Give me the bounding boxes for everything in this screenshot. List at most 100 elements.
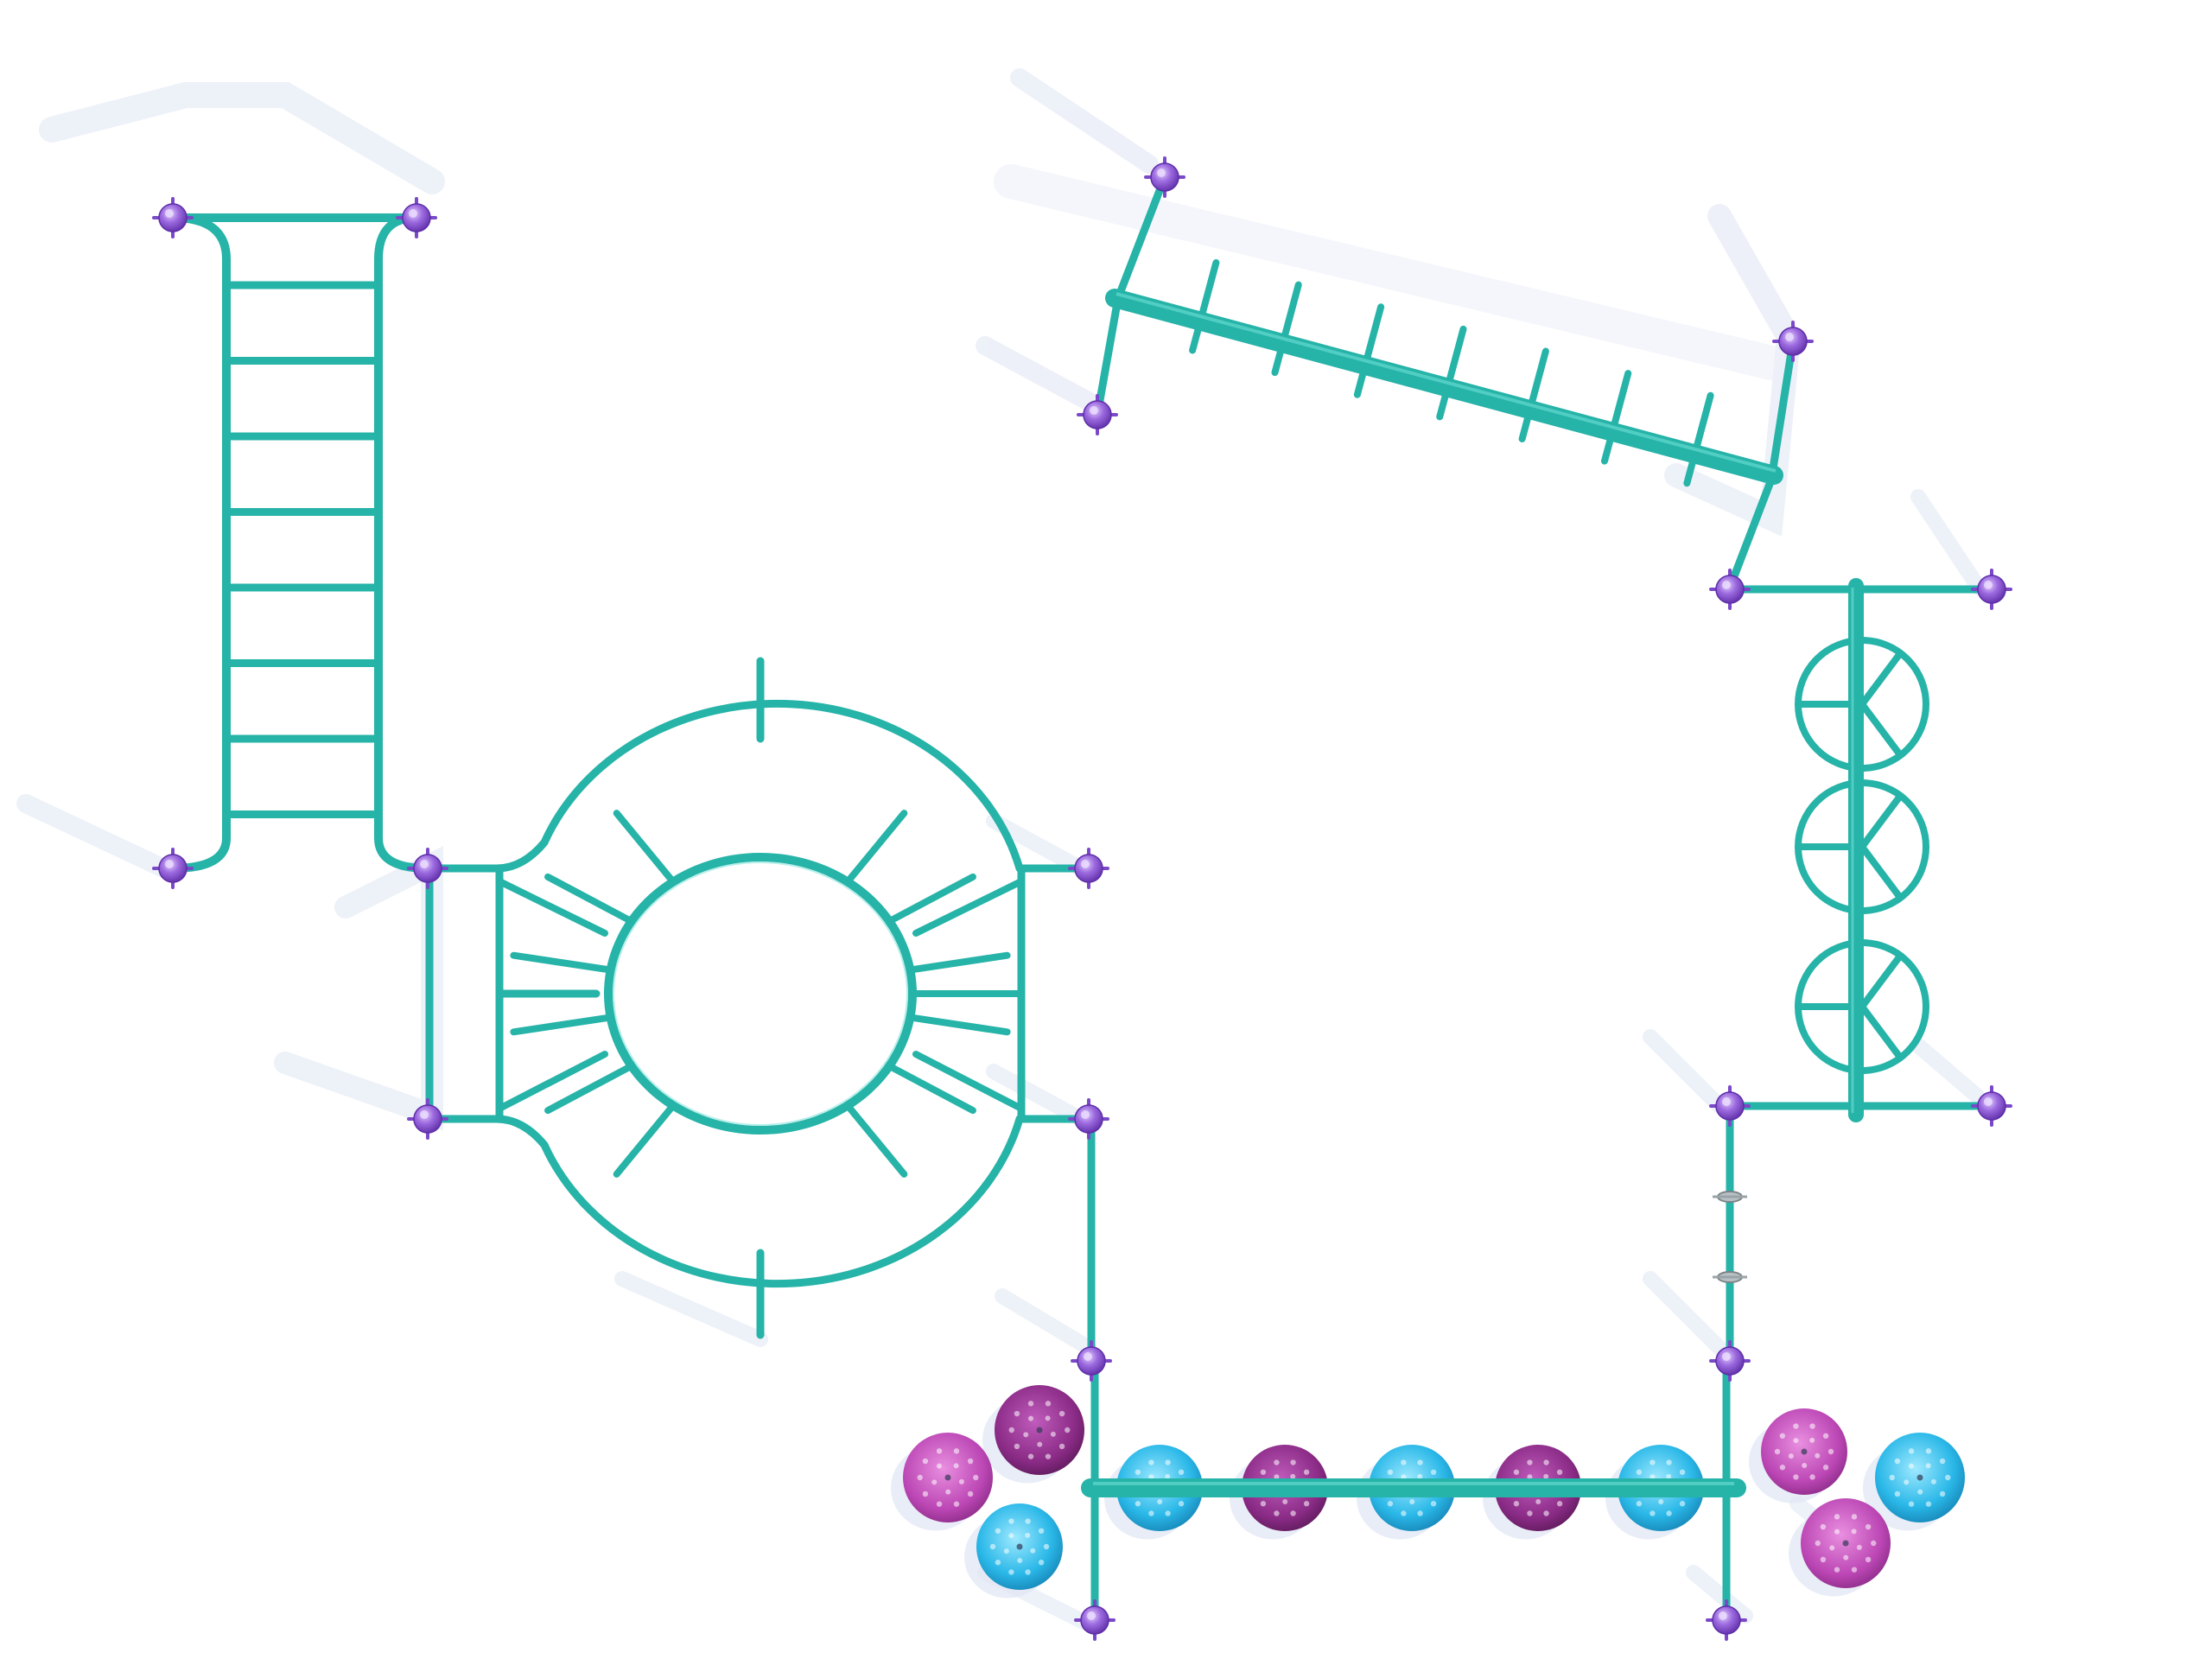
- post-cap: [1074, 854, 1103, 883]
- stepping-pod-icon: [1749, 1408, 1847, 1503]
- post-highlight: [1722, 581, 1731, 589]
- pod-dot: [1058, 1410, 1065, 1417]
- pod-dot: [1851, 1529, 1857, 1535]
- stepping-pod-icon: [1863, 1433, 1965, 1531]
- pod-dot: [1822, 1465, 1829, 1471]
- pod-dot: [1017, 1557, 1023, 1563]
- pod-center: [944, 1474, 951, 1481]
- post-highlight: [1087, 1611, 1096, 1620]
- post-highlight: [165, 860, 174, 868]
- pod-dot: [1527, 1459, 1533, 1465]
- pod-dot: [1904, 1479, 1910, 1485]
- mounting-post-icon: [152, 197, 194, 238]
- pod-center: [1016, 1543, 1023, 1550]
- panel-ring-spoke: [1859, 701, 1904, 760]
- pod-dot: [1658, 1498, 1664, 1504]
- post-highlight: [165, 209, 174, 218]
- pod-dot: [1894, 1491, 1901, 1497]
- ring-spoke: [510, 951, 614, 974]
- pod-dot: [1135, 1469, 1141, 1475]
- spine-rib: [1518, 347, 1549, 442]
- pod-dot: [1827, 1448, 1834, 1455]
- pod-dot: [1274, 1474, 1280, 1480]
- post-cap: [1977, 1091, 2006, 1121]
- pod-dot: [1014, 1410, 1020, 1417]
- pipe-clamps: [1713, 1191, 1747, 1283]
- pod-dot: [1666, 1459, 1672, 1465]
- pod-dot: [1430, 1469, 1437, 1475]
- post-highlight: [1081, 1110, 1090, 1119]
- pod-dot: [1930, 1478, 1936, 1484]
- spine-rib: [1436, 325, 1467, 421]
- ring-spoke: [906, 1014, 1011, 1036]
- post-cap: [402, 203, 431, 232]
- pod-dot: [1908, 1501, 1915, 1507]
- overhead-ladder: [168, 213, 432, 873]
- post-cap: [1778, 327, 1808, 356]
- mounting-post-icon: [1077, 394, 1118, 435]
- pod-dot: [1894, 1458, 1901, 1465]
- ring-climber: [423, 657, 1093, 1339]
- pod-dot: [953, 1448, 960, 1454]
- pod-dot: [1822, 1433, 1829, 1439]
- spine-rib: [1353, 303, 1385, 398]
- pod-dot: [1513, 1469, 1520, 1475]
- side-rung: [496, 1051, 608, 1112]
- pod-dot: [936, 1448, 943, 1454]
- pod-dot: [1037, 1441, 1043, 1447]
- pod-dot: [1148, 1459, 1154, 1465]
- pod-dot: [1025, 1518, 1031, 1524]
- mounting-post-icon: [396, 197, 437, 238]
- pod-dot: [953, 1463, 959, 1469]
- pod-dot: [1834, 1514, 1840, 1520]
- pod-dot: [1809, 1474, 1815, 1480]
- mounting-post-icon: [407, 1098, 448, 1140]
- pod-dot: [1779, 1465, 1786, 1471]
- pod-dot: [922, 1491, 929, 1497]
- pod-dot: [1909, 1463, 1915, 1469]
- mounting-post-icon: [1709, 569, 1751, 610]
- spine-rib: [1683, 391, 1714, 487]
- pod-dot: [1027, 1401, 1034, 1407]
- pod-dot: [1535, 1498, 1541, 1504]
- pod-center: [1842, 1540, 1849, 1547]
- post-cap: [413, 854, 442, 883]
- pod-dot: [1851, 1514, 1858, 1520]
- post-highlight: [1719, 1611, 1727, 1620]
- post-highlight: [409, 209, 417, 218]
- pod-dot: [1417, 1459, 1423, 1465]
- pod-center: [1801, 1448, 1808, 1455]
- pod-dot: [1871, 1540, 1877, 1547]
- stepping-pods: [891, 1385, 1965, 1599]
- pod-dot: [1802, 1462, 1808, 1468]
- panel-ring-spoke: [1859, 951, 1904, 1010]
- pod-dot: [1430, 1501, 1437, 1507]
- post-cap: [1074, 1104, 1103, 1134]
- post-cap: [1712, 1605, 1741, 1635]
- pod-dot: [1865, 1523, 1872, 1530]
- pod-dot: [1793, 1438, 1799, 1444]
- pod-dot: [1513, 1501, 1520, 1507]
- post-highlight: [1722, 1097, 1731, 1106]
- pod-dot: [1856, 1544, 1862, 1550]
- pod-dot: [1543, 1473, 1549, 1479]
- post-cap: [1715, 1091, 1745, 1121]
- pod-dot: [1917, 1489, 1923, 1495]
- stepping-pod-icon: [982, 1385, 1084, 1484]
- ring-spoke: [886, 1062, 976, 1115]
- pod-dot: [1165, 1459, 1171, 1465]
- pod-dot: [1165, 1510, 1171, 1516]
- spine-rib: [1600, 370, 1632, 465]
- panel-ring-spoke: [1859, 791, 1904, 850]
- stepping-pod-icon: [891, 1433, 993, 1531]
- pod-dot: [1038, 1528, 1045, 1534]
- pod-dot: [1543, 1510, 1549, 1516]
- panel-ring-spoke: [1859, 1003, 1904, 1062]
- ground-shadows: [16, 68, 1986, 1632]
- pod-dot: [1290, 1510, 1296, 1516]
- pod-dot: [1543, 1459, 1549, 1465]
- pod-dot: [1649, 1510, 1656, 1516]
- pod-dot: [1290, 1459, 1296, 1465]
- mounting-post-icon: [1068, 1098, 1109, 1140]
